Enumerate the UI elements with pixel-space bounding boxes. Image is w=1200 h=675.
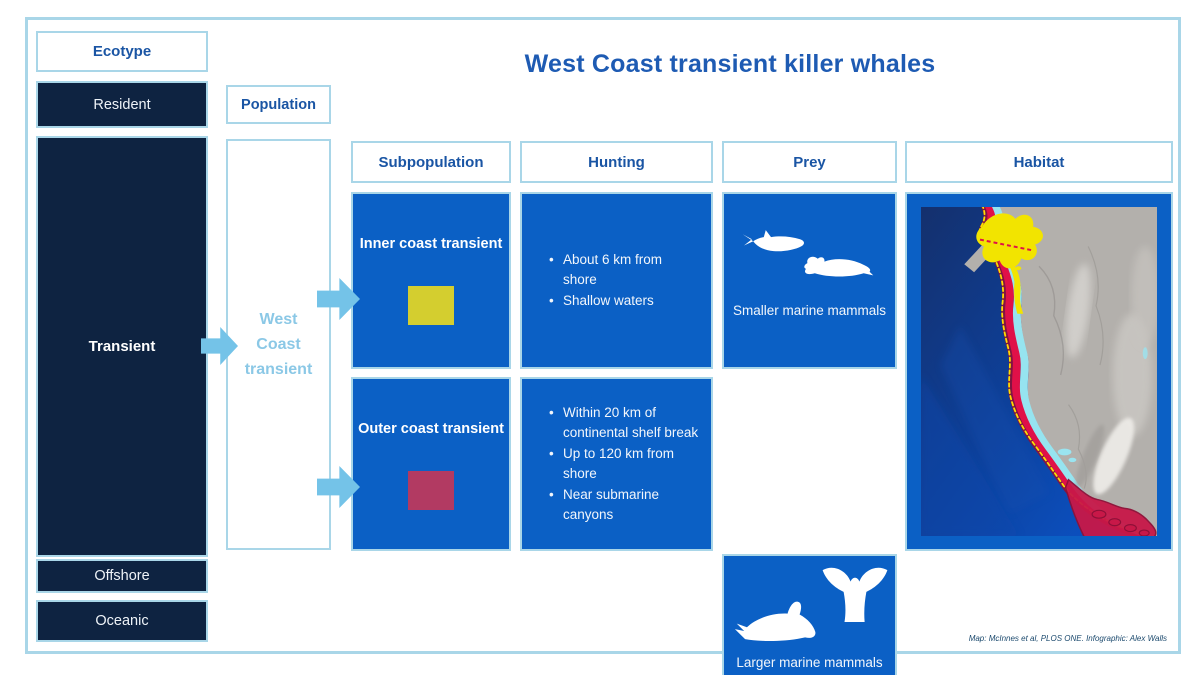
outer-range-swatch bbox=[408, 471, 454, 510]
cell-habitat-map bbox=[905, 192, 1173, 551]
bullet-item: About 6 km from shore bbox=[548, 250, 699, 291]
subpopulation-name: Inner coast transient bbox=[359, 236, 503, 252]
prey-label: Larger marine mammals bbox=[736, 655, 883, 670]
bullet-item: Up to 120 km from shore bbox=[548, 444, 699, 485]
bullet-item: Shallow waters bbox=[548, 291, 699, 312]
cell-hunting-inner: About 6 km from shoreShallow waters bbox=[520, 192, 713, 369]
cell-hunting-outer: Within 20 km of continental shelf breakU… bbox=[520, 377, 713, 551]
hunting-bullet-list: About 6 km from shoreShallow waters bbox=[548, 250, 699, 312]
ecotype-resident: Resident bbox=[36, 81, 208, 128]
header-subpopulation: Subpopulation bbox=[351, 141, 511, 183]
prey-label: Smaller marine mammals bbox=[732, 303, 887, 318]
ecotype-oceanic: Oceanic bbox=[36, 600, 208, 642]
whale-fluke-icon bbox=[820, 565, 890, 623]
sea-lion-icon bbox=[734, 599, 819, 641]
cell-subpopulation-inner: Inner coast transient bbox=[351, 192, 511, 369]
ecotype-transient: Transient bbox=[36, 136, 208, 557]
map-southern-range bbox=[1064, 478, 1157, 536]
porpoise-icon bbox=[742, 228, 808, 256]
cell-prey-outer: Larger marine mammals bbox=[722, 554, 897, 675]
header-habitat: Habitat bbox=[905, 141, 1173, 183]
cell-prey-inner: Smaller marine mammals bbox=[722, 192, 897, 369]
subpopulation-name: Outer coast transient bbox=[358, 421, 504, 437]
seal-icon bbox=[800, 253, 874, 279]
page-title: West Coast transient killer whales bbox=[524, 50, 936, 78]
inner-range-swatch bbox=[408, 286, 454, 325]
population-header: Population bbox=[226, 85, 331, 124]
map-inner-range bbox=[976, 213, 1043, 314]
ecotype-offshore: Offshore bbox=[36, 559, 208, 593]
bullet-item: Within 20 km of continental shelf break bbox=[548, 403, 699, 444]
bullet-item: Near submarine canyons bbox=[548, 485, 699, 526]
hunting-bullet-list: Within 20 km of continental shelf breakU… bbox=[548, 403, 699, 526]
cell-subpopulation-outer: Outer coast transient bbox=[351, 377, 511, 551]
credit-text: Map: McInnes et al, PLOS ONE. Infographi… bbox=[968, 634, 1167, 643]
habitat-range-map bbox=[921, 207, 1157, 536]
header-hunting: Hunting bbox=[520, 141, 713, 183]
header-prey: Prey bbox=[722, 141, 897, 183]
ecotype-header: Ecotype bbox=[36, 31, 208, 72]
population-west-coast-transient: West Coast transient bbox=[226, 139, 331, 550]
